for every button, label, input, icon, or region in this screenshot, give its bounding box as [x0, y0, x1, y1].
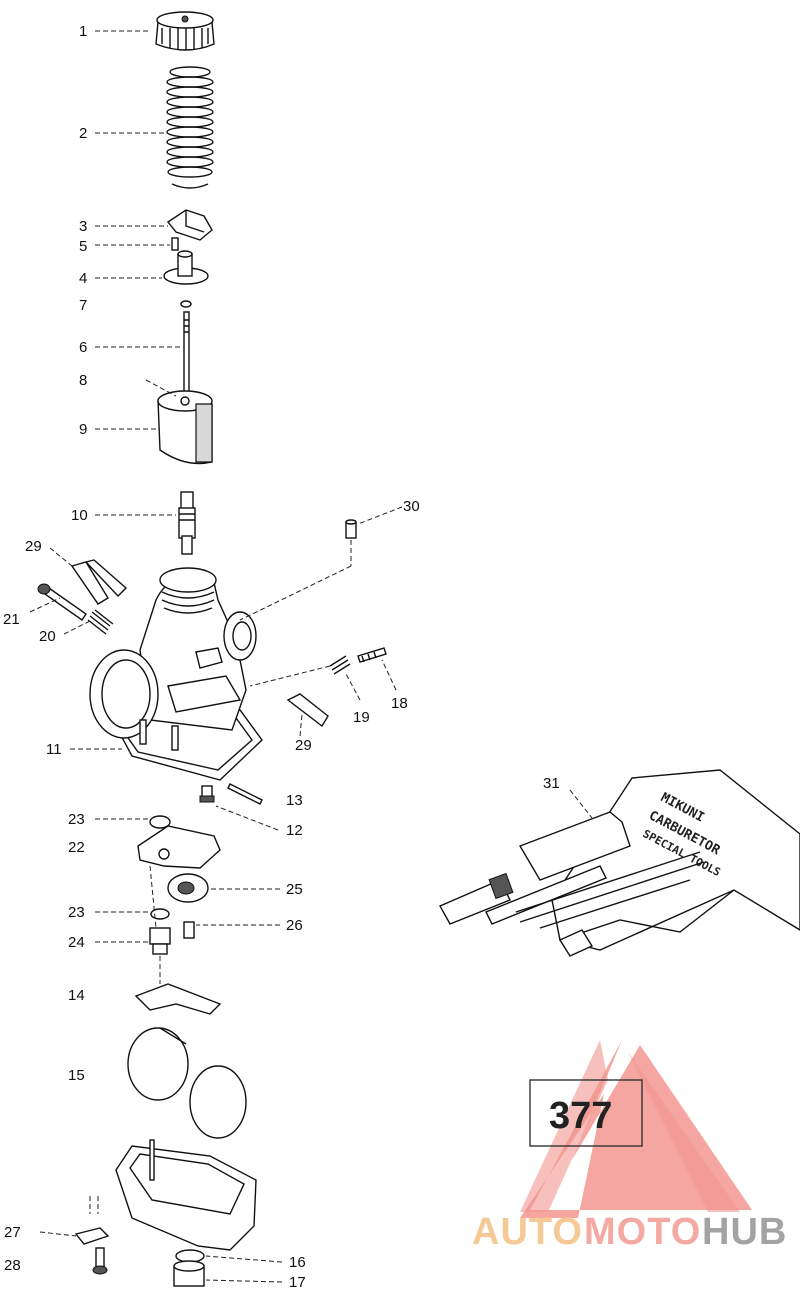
- part-carburetor-body: [89, 567, 263, 781]
- part-main-jet: [149, 927, 171, 955]
- part-needle-jet: [178, 491, 196, 555]
- callout-12: 12: [286, 822, 303, 839]
- callout-9: 9: [79, 421, 87, 438]
- part-washer-lower: [150, 908, 170, 920]
- callout-labels: 1 2 3 5 4 7 6 8 9 10 30 29 21 20 19 18 2…: [3, 23, 560, 1291]
- callout-21: 21: [3, 611, 20, 628]
- watermark-hub: HUB: [702, 1211, 787, 1253]
- callout-22: 22: [68, 839, 85, 856]
- callout-29-lower: 29: [295, 737, 312, 754]
- callout-26: 26: [286, 917, 303, 934]
- part-spring: [166, 66, 214, 189]
- callout-1: 1: [79, 23, 87, 40]
- part-float-bowl: [115, 1139, 257, 1251]
- callout-11: 11: [46, 741, 62, 758]
- part-baffle-plate: [137, 825, 221, 869]
- part-cap-small: [345, 519, 357, 539]
- watermark-auto: AUTO: [472, 1211, 583, 1253]
- part-valve-seat: [183, 921, 195, 939]
- part-pilot-spring: [329, 655, 351, 675]
- part-washer-upper: [149, 815, 171, 829]
- part-hose-lower: [286, 693, 329, 728]
- callout-23-lower: 23: [68, 904, 85, 921]
- part-jet-needle: [183, 311, 190, 393]
- part-pilot-jet: [199, 785, 215, 803]
- callout-10: 10: [71, 507, 88, 524]
- part-e-clip: [180, 300, 192, 308]
- callout-13: 13: [286, 792, 303, 809]
- callout-15: 15: [68, 1067, 85, 1084]
- callout-14: 14: [68, 987, 85, 1004]
- callout-25: 25: [286, 881, 303, 898]
- part-bowl-screw: [92, 1247, 108, 1275]
- callout-8: 8: [79, 372, 87, 389]
- callout-27: 27: [4, 1224, 21, 1241]
- callout-16: 16: [289, 1254, 306, 1271]
- callout-17: 17: [289, 1274, 306, 1291]
- callout-23-upper: 23: [68, 811, 85, 828]
- part-throttle-valve: [157, 390, 213, 465]
- part-small-spring: [87, 609, 114, 635]
- part-needle-retainer: [163, 250, 209, 285]
- part-pilot-screw: [357, 647, 387, 663]
- watermark-moto: MOTO: [584, 1211, 701, 1253]
- callout-5: 5: [79, 238, 87, 255]
- callout-3: 3: [79, 218, 87, 235]
- callout-6: 6: [79, 339, 87, 356]
- part-special-tool-kit: MIKUNI CARBURETOR SPECIAL TOOLS: [439, 769, 800, 957]
- part-throttle-stop-screw: [37, 583, 87, 621]
- callout-31: 31: [543, 775, 560, 792]
- automotohub-watermark: AUTO MOTO HUB: [472, 1040, 787, 1253]
- part-cap: [155, 11, 215, 51]
- part-hose-upper: [70, 559, 128, 605]
- callout-24: 24: [68, 934, 85, 951]
- part-drain-plug: [173, 1260, 205, 1287]
- part-float-arm: [134, 983, 222, 1015]
- part-o-ring: [175, 1249, 205, 1263]
- leader-lines: [29, 30, 593, 1283]
- part-screw-13: [227, 783, 263, 805]
- part-bracket: [74, 1227, 110, 1245]
- callout-7: 7: [79, 297, 87, 314]
- callout-30: 30: [403, 498, 420, 515]
- callout-19: 19: [353, 709, 370, 726]
- callout-29-upper: 29: [25, 538, 42, 555]
- page-number-box: 377: [529, 1079, 643, 1147]
- part-float-ring: [167, 873, 209, 903]
- page-number: 377: [549, 1095, 612, 1137]
- callout-4: 4: [79, 270, 87, 287]
- callout-20: 20: [39, 628, 56, 645]
- part-floats: [127, 1027, 247, 1139]
- part-pin: [171, 237, 179, 251]
- part-needle-plate: [166, 209, 213, 241]
- callout-28: 28: [4, 1257, 21, 1274]
- callout-18: 18: [391, 695, 408, 712]
- callout-2: 2: [79, 125, 87, 142]
